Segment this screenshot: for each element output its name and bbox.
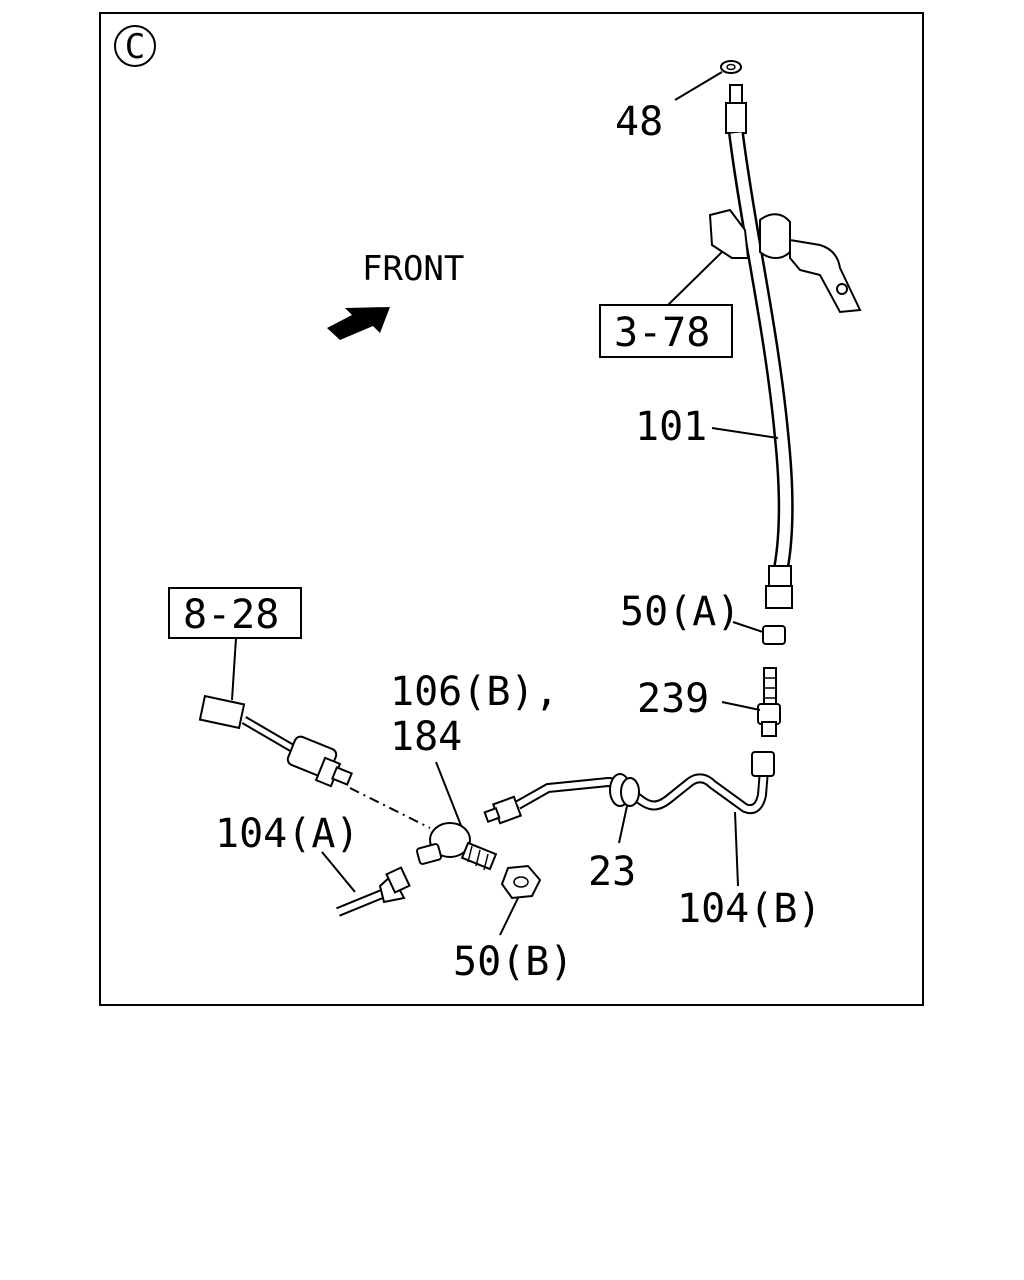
sensor-wire-core xyxy=(242,717,294,751)
callout-101: 101 xyxy=(635,404,707,450)
callout-50a: 50(A) xyxy=(620,589,740,635)
callout-239: 239 xyxy=(637,676,709,722)
tee-thread-line xyxy=(483,853,489,871)
sensor-thread xyxy=(331,766,353,786)
nut-50b-hole xyxy=(513,876,529,888)
section-marker: C xyxy=(114,25,156,67)
callout-50b: 50(B) xyxy=(453,939,573,985)
hose-body-core xyxy=(730,132,792,569)
callout-48: 48 xyxy=(615,99,663,145)
grommet-23 xyxy=(609,773,640,807)
leader-48 xyxy=(674,71,723,101)
assembly-line-sensor xyxy=(349,787,431,829)
pipe-104b-left-tip xyxy=(483,806,501,824)
section-marker-circle xyxy=(114,25,156,67)
leader-104b xyxy=(734,811,739,887)
grommet-23-inner xyxy=(620,777,640,807)
leader-3-78 xyxy=(667,251,723,306)
front-label: FRONT xyxy=(362,249,464,289)
pipe-104a xyxy=(336,866,411,917)
callout-104b: 104(B) xyxy=(677,886,822,932)
callout-104a: 104(A) xyxy=(215,811,360,857)
leader-239 xyxy=(721,701,761,711)
leader-101 xyxy=(711,427,779,439)
leader-8-28 xyxy=(231,637,237,701)
pressure-sensor xyxy=(198,694,353,788)
pipe-104a-nut xyxy=(385,866,411,894)
bracket-tab xyxy=(708,208,750,259)
nut-50a xyxy=(762,625,786,645)
tee-thread-line xyxy=(467,845,473,863)
bolt-239-shank xyxy=(761,721,777,737)
union-bolt-239 xyxy=(757,667,781,737)
sensor-connector xyxy=(198,694,246,730)
hose-bottom-nut xyxy=(765,585,793,609)
leader-50a xyxy=(732,621,764,633)
tee-fitting xyxy=(415,822,498,871)
tee-left-branch xyxy=(415,843,443,865)
pipe-104b-right-nut xyxy=(751,751,775,777)
hose-bottom-fitting xyxy=(768,565,792,589)
section-marker-letter: C xyxy=(125,27,145,67)
bracket-strap xyxy=(789,238,862,314)
leader-23 xyxy=(618,805,628,844)
ref-box-3-78 xyxy=(599,304,733,358)
bracket-clip xyxy=(759,213,791,259)
callout-184: 184 xyxy=(390,714,462,760)
hose-bracket xyxy=(708,208,862,314)
diagram-frame xyxy=(99,12,924,1006)
pipe-104a-tube-core xyxy=(336,891,384,915)
washer-48 xyxy=(720,60,742,74)
hose-top-fitting xyxy=(725,102,747,134)
callout-8-28: 8-28 xyxy=(183,592,279,638)
nut-50b-hex xyxy=(500,864,542,900)
tee-thread-line xyxy=(475,849,481,867)
hose-101 xyxy=(725,84,794,609)
leader-106b-184 xyxy=(435,761,463,829)
washer-48-hole xyxy=(726,63,736,71)
nut-50b xyxy=(500,864,542,900)
leader-104a xyxy=(321,851,356,893)
bracket-hole xyxy=(836,283,848,295)
callout-23: 23 xyxy=(588,849,636,895)
front-arrow-icon xyxy=(327,307,390,340)
tee-body xyxy=(429,822,471,858)
leader-50b xyxy=(499,897,519,936)
callout-3-78: 3-78 xyxy=(614,310,710,356)
callout-106b: 106(B), xyxy=(390,669,559,715)
